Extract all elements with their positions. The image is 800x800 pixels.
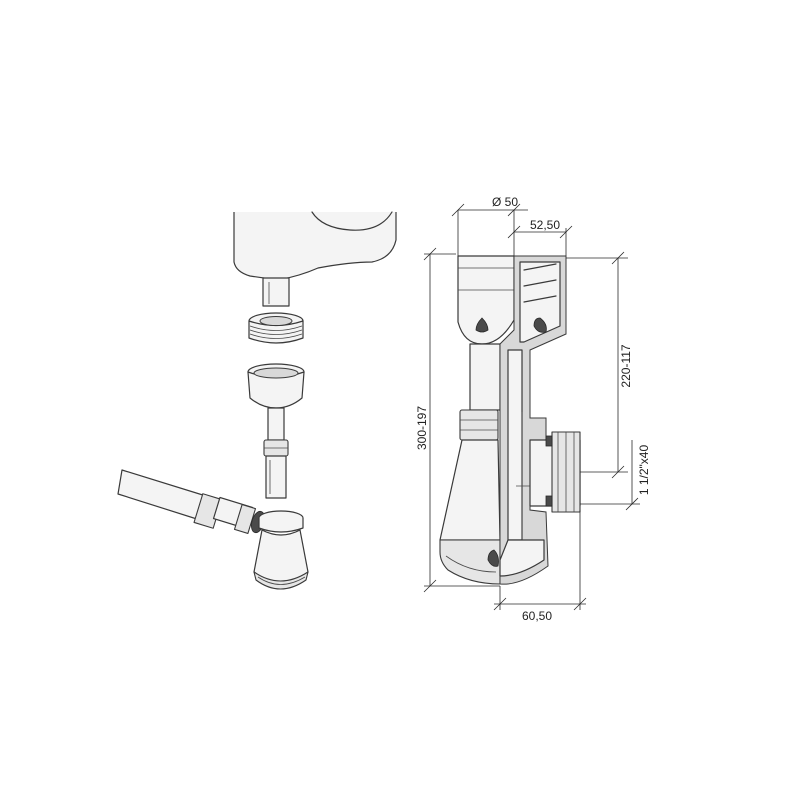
upper-sleeve — [247, 363, 305, 499]
central-tube — [469, 343, 501, 411]
drain-hose — [117, 469, 265, 535]
dimension-lines — [423, 203, 640, 611]
outlet-size-label: 1 1/2"x40 — [637, 445, 651, 496]
side-outlet — [529, 431, 581, 513]
wash-basin — [233, 211, 397, 307]
trap-bowl — [253, 510, 309, 590]
bottom-width-label: 60,50 — [522, 609, 552, 623]
section-view — [439, 255, 581, 585]
bottle-body — [439, 439, 501, 541]
bottom-cap — [439, 539, 501, 585]
exploded-assembly-view — [117, 211, 397, 590]
overall-height-label: 300-197 — [415, 406, 429, 450]
diameter-label: Ø 50 — [492, 195, 518, 209]
adjustable-height-label: 220-117 — [619, 344, 633, 387]
coupling-nut — [459, 409, 499, 441]
threaded-ring — [248, 312, 304, 344]
top-width-label: 52,50 — [530, 218, 560, 232]
